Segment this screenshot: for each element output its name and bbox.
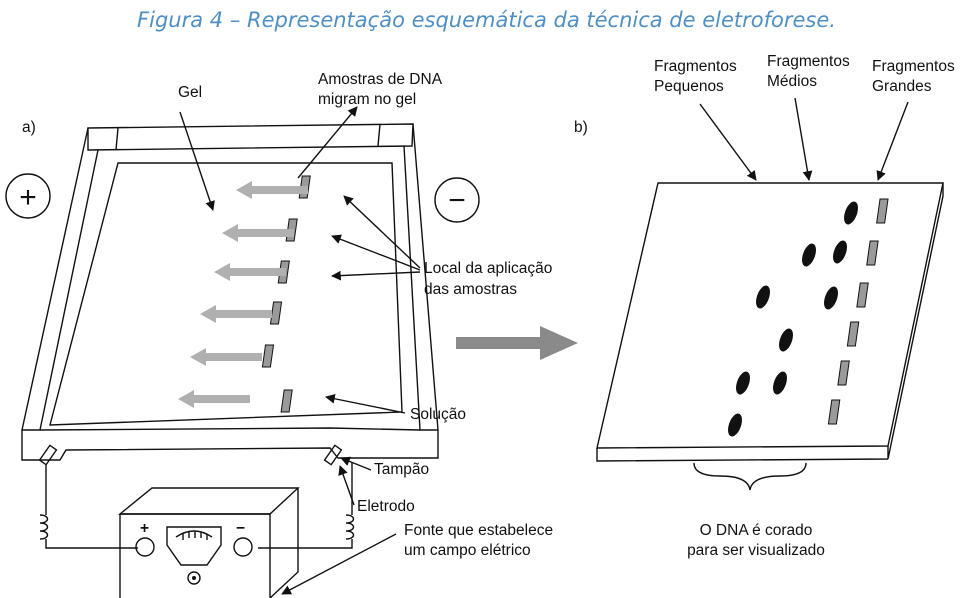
stained-label-1: O DNA é corado — [700, 522, 813, 539]
sample-wells — [261, 175, 311, 413]
well — [837, 360, 850, 386]
dna-band — [833, 240, 847, 264]
curly-brace — [693, 462, 807, 491]
solution-label: Solução — [410, 406, 466, 423]
medium-fragments-label-2: Médios — [767, 73, 817, 90]
medium-fragments-label-1: Fragmentos — [767, 53, 850, 70]
migration-arrow — [222, 224, 294, 242]
dna-bands — [728, 201, 858, 437]
electrodes — [38, 444, 355, 549]
stained-gel — [596, 182, 944, 462]
panel-a-label: a) — [22, 119, 36, 136]
well — [269, 301, 283, 325]
dna-band — [756, 285, 770, 309]
dna-band — [824, 286, 838, 310]
application-site-label-1: Local da aplicação — [424, 260, 552, 277]
well — [846, 321, 860, 347]
samples-migrate-label-1: Amostras de DNA — [318, 71, 443, 88]
power-source-label-1: Fonte que estabelece — [404, 522, 553, 539]
source-minus-sign: − — [236, 520, 245, 537]
large-fragments-label-2: Grandes — [872, 78, 932, 95]
buffer-label: Tampão — [374, 461, 429, 478]
large-fragments-label-1: Fragmentos — [872, 58, 955, 75]
well — [827, 399, 841, 425]
well — [866, 240, 879, 266]
stained-label-2: para ser visualizado — [687, 542, 825, 559]
positive-sign: + — [19, 181, 37, 214]
gel-tray — [21, 123, 439, 461]
well — [261, 344, 275, 368]
migration-arrow — [214, 263, 286, 281]
migration-arrows — [178, 181, 308, 408]
migration-arrow — [200, 305, 272, 323]
dna-band — [844, 201, 858, 225]
source-plus-sign: + — [140, 520, 149, 537]
dna-band — [802, 243, 816, 267]
positive-pole-icon — [5, 173, 51, 219]
application-site-label-2: das amostras — [424, 281, 517, 298]
stained-wells — [827, 198, 889, 425]
electrode-label: Eletrodo — [357, 498, 415, 515]
dna-band — [773, 371, 787, 395]
dna-band — [779, 328, 793, 352]
dna-band — [736, 371, 750, 395]
power-source-label-2: um campo elétrico — [404, 542, 531, 559]
negative-sign: − — [448, 184, 466, 217]
well — [876, 198, 889, 224]
dna-band — [728, 413, 742, 437]
migration-arrow — [236, 181, 308, 199]
migration-arrow — [190, 348, 262, 366]
well — [856, 282, 869, 308]
negative-pole-icon — [434, 177, 480, 223]
panel-b-label: b) — [574, 119, 588, 136]
migration-arrow — [178, 390, 250, 408]
gel-slab — [49, 162, 403, 426]
transfer-arrow — [456, 326, 578, 360]
gel-label: Gel — [178, 84, 202, 101]
small-fragments-label-2: Pequenos — [654, 78, 724, 95]
small-fragments-label-1: Fragmentos — [654, 58, 737, 75]
samples-migrate-label-2: migram no gel — [318, 91, 416, 108]
power-source — [118, 487, 300, 598]
figure-caption: Figura 4 – Representação esquemática da … — [137, 8, 836, 32]
well — [280, 389, 293, 413]
